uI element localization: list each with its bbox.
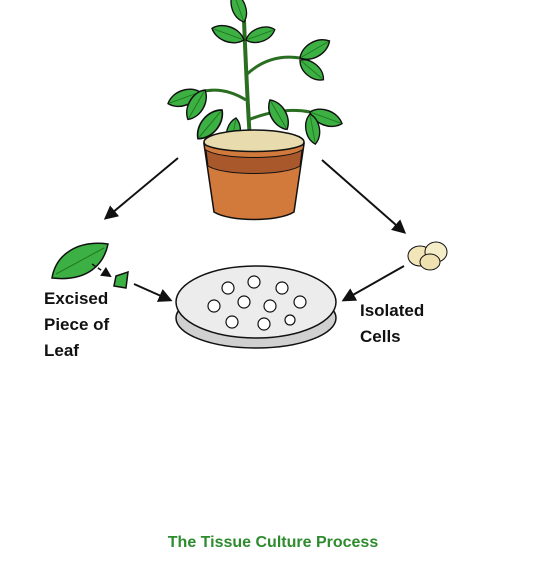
isolated-cells-icon: [407, 241, 448, 271]
label-cells-line-1: Isolated: [360, 301, 425, 320]
leaf-piece-icon: [51, 242, 129, 289]
arrow-plant-to-leaf: [103, 157, 179, 220]
label-leaf-line-3: Leaf: [44, 341, 79, 360]
label-leaf-line-2: Piece of: [44, 315, 110, 334]
arrow-leaf-to-piece: [91, 263, 112, 278]
potted-plant-icon: [164, 0, 346, 221]
label-isolated-cells: Isolated Cells: [360, 298, 424, 350]
arrow-cells-to-dish: [341, 265, 405, 302]
arrow-plant-to-cells: [321, 159, 407, 234]
arrow-leaf-to-dish: [133, 283, 173, 302]
petri-dish-callus-icon: [175, 265, 337, 349]
label-leaf-line-1: Excised: [44, 289, 109, 308]
label-excised-leaf: Excised Piece of Leaf: [44, 286, 109, 364]
diagram-caption: The Tissue Culture Process: [167, 534, 379, 551]
label-cells-line-2: Cells: [360, 327, 401, 346]
